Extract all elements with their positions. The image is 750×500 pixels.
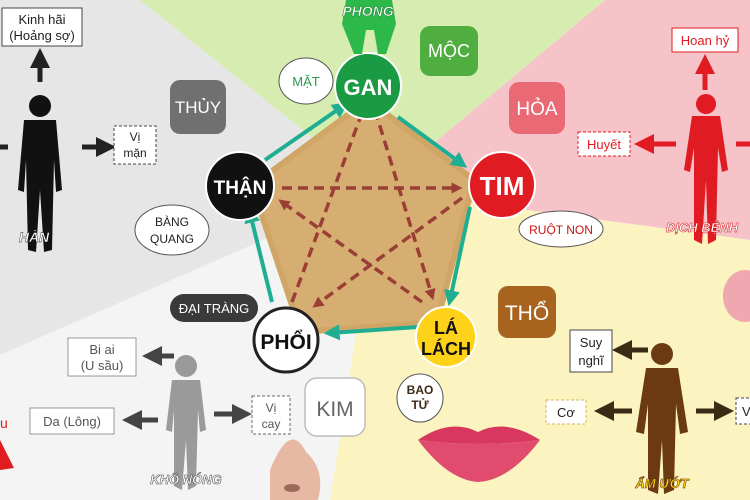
organ-phoi: PHỔI — [252, 306, 320, 374]
metal-emotion-box: Bi ai (U sầu) — [67, 337, 137, 377]
water-emotion-box: Kinh hãi (Hoảng sợ) — [1, 7, 83, 47]
earth-taste-box-partial: V — [735, 397, 750, 425]
earth-figure — [636, 343, 688, 494]
paired-mat: MẶT — [278, 57, 334, 105]
metal-emotion-line-2: (U sầu) — [81, 358, 124, 373]
element-tho-label: THỔ — [505, 301, 549, 325]
earth-climate-label: ẨM ƯỚT — [634, 476, 689, 491]
element-tho-box: THỔ — [498, 286, 556, 338]
paired-bang-quang: BÀNG QUANG — [134, 204, 210, 256]
water-sector — [0, 0, 378, 355]
paired-ruot-non: RUỘT NON — [518, 210, 604, 248]
organ-la-lach-label-2: LÁCH — [421, 338, 471, 359]
water-taste-line-1: Vị — [130, 130, 141, 144]
earth-emotion-line-2: nghĩ — [578, 353, 605, 368]
earth-taste-partial-label: V — [742, 404, 750, 419]
fire-emotion-label: Hoan hỷ — [681, 33, 730, 48]
water-climate-label: HÀN — [19, 229, 50, 245]
metal-tissue-label: Da (Lông) — [43, 414, 101, 429]
metal-climate-label: KHÔ NÓNG — [150, 472, 222, 487]
element-hoa-box: HỎA — [509, 82, 565, 134]
organ-gan-label: GAN — [344, 75, 393, 100]
metal-tissue-box: Da (Lông) — [29, 407, 115, 435]
water-emotion-line-1: Kinh hãi — [19, 12, 66, 27]
earth-tissue-label: Cơ — [557, 405, 575, 420]
fire-climate-label: DỊCH BỆNH — [666, 220, 739, 235]
generating-cycle-arrows — [244, 102, 472, 341]
metal-taste-box: Vị cay — [251, 395, 291, 435]
paired-bang-quang-label-1: BÀNG — [155, 214, 189, 229]
paired-dai-trang: ĐẠI TRÀNG — [170, 294, 258, 322]
organ-gan: GAN — [334, 52, 402, 120]
nose-image — [270, 439, 321, 500]
element-moc-box: MỘC — [420, 26, 478, 76]
organ-tim-label: TIM — [480, 171, 525, 201]
controlling-cycle-arrows — [278, 105, 464, 308]
water-taste-line-2: mặn — [123, 146, 146, 160]
element-hoa-label: HỎA — [516, 98, 558, 120]
wood-climate-label: PHONG — [342, 3, 393, 19]
paired-bao-tu-label-2: TỬ — [411, 397, 428, 412]
element-thuy-box: THỦY — [170, 80, 226, 134]
metal-taste-line-2: cay — [262, 417, 281, 431]
element-thuy-label: THỦY — [175, 98, 221, 117]
organ-la-lach-label-1: LÁ — [434, 317, 458, 338]
paired-bao-tu: BAO TỬ — [396, 373, 444, 423]
wood-figure — [342, 0, 396, 54]
metal-emotion-line-1: Bi ai — [89, 342, 114, 357]
organ-tim: TIM — [468, 151, 536, 219]
metal-partial-label: u — [0, 415, 8, 431]
fire-figure — [684, 94, 728, 244]
organ-la-lach: LÁ LÁCH — [415, 306, 477, 368]
paired-bao-tu-label-1: BAO — [407, 383, 434, 397]
tongue-image — [723, 270, 750, 322]
element-moc-label: MỘC — [428, 40, 470, 61]
water-emotion-line-2: (Hoảng sợ) — [9, 28, 75, 43]
fire-tissue-box: Huyết — [577, 131, 631, 157]
fire-tissue-label: Huyết — [587, 137, 621, 152]
metal-figure — [166, 355, 206, 490]
organ-than-label: THẬN — [214, 177, 267, 199]
earth-emotion-line-1: Suy — [580, 335, 603, 350]
lips-image — [418, 426, 540, 482]
metal-red-triangle — [0, 440, 14, 470]
water-figure — [18, 95, 62, 252]
fire-emotion-box: Hoan hỷ — [671, 27, 739, 53]
paired-dai-trang-label: ĐẠI TRÀNG — [179, 301, 250, 316]
organ-phoi-label: PHỔI — [260, 330, 311, 354]
organ-than: THẬN — [205, 151, 275, 221]
metal-taste-line-1: Vị — [266, 401, 277, 415]
element-kim-label: KIM — [316, 398, 353, 421]
element-kim-box: KIM — [304, 377, 366, 437]
paired-bang-quang-label-2: QUANG — [150, 232, 194, 246]
earth-tissue-box: Cơ — [545, 399, 587, 425]
water-taste-box: Vị mặn — [113, 125, 157, 165]
paired-ruot-non-label: RUỘT NON — [529, 222, 593, 237]
earth-emotion-box: Suy nghĩ — [569, 329, 613, 373]
paired-mat-label: MẶT — [292, 74, 320, 89]
